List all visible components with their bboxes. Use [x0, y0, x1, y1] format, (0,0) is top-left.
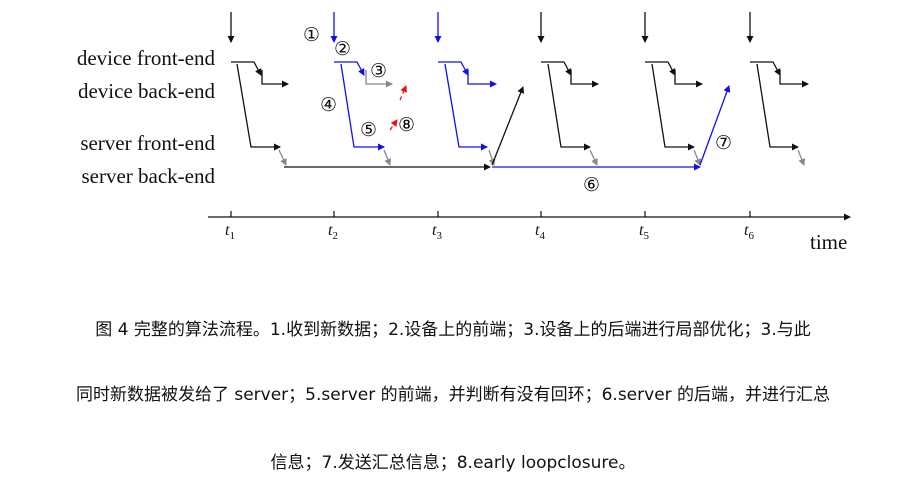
send-to-server-arrow	[444, 63, 488, 151]
server-front-end-arrow	[278, 149, 287, 166]
lane-label-device-front-end: device front-end	[76, 46, 215, 70]
axis-tick-label: t3	[432, 222, 442, 242]
axis-tick-label: t2	[328, 222, 338, 242]
lane-label-server-back-end: server back-end	[81, 164, 215, 188]
caption-line-1: 图 4 完整的算法流程。1.收到新数据；2.设备上的前端；3.设备上的后端进行局…	[95, 320, 811, 340]
caption-line-3: 信息；7.发送汇总信息；8.early loopclosure。	[270, 453, 636, 473]
axis-tick-label: t1	[225, 222, 235, 242]
device-back-end-arrow	[467, 70, 497, 88]
device-front-end-arrow	[231, 61, 262, 76]
device-front-end-arrow	[541, 61, 572, 76]
marker-2: ②	[334, 38, 351, 60]
axis-ticks: t1 t2 t3 t4 t5 t6	[225, 211, 754, 242]
device-back-end-arrow	[570, 70, 599, 88]
device-front-end-arrow	[645, 61, 676, 76]
device-front-end-arrow	[334, 61, 365, 76]
device-back-end-arrow	[779, 70, 809, 88]
lane-label-device-back-end: device back-end	[77, 79, 215, 103]
marker-4: ④	[320, 94, 337, 116]
marker-8: ⑧	[398, 114, 415, 136]
lane-label-server-front-end: server front-end	[80, 131, 215, 155]
device-back-end-arrow	[674, 70, 703, 88]
axis-tick-label: t6	[744, 222, 754, 242]
axis-label-time: time	[810, 230, 847, 254]
algorithm-timing-diagram: device front-end device back-end server …	[76, 12, 851, 254]
device-front-end-arrow	[750, 61, 781, 76]
timing-diagram-canvas: t1 t2 t3 t4 t5 t6 time ① ② ③ ④ ⑤ ⑥ ⑦ ⑧	[208, 12, 851, 254]
axis-tick-label: t4	[535, 222, 545, 242]
marker-3: ③	[370, 60, 387, 82]
send-to-server-arrow	[756, 63, 799, 151]
early-loop-closure-arrow	[399, 85, 407, 101]
server-front-end-arrow	[383, 149, 392, 166]
marker-6: ⑥	[583, 174, 600, 196]
device-back-end-arrow	[365, 70, 393, 88]
server-front-end-arrow	[589, 149, 598, 166]
send-summary-arrow	[699, 85, 731, 166]
send-to-server-arrow	[236, 63, 281, 151]
server-front-end-arrow	[693, 149, 702, 166]
flow-arrows	[227, 12, 809, 171]
marker-5: ⑤	[360, 119, 377, 141]
marker-7: ⑦	[715, 132, 732, 154]
send-to-server-arrow	[340, 63, 385, 151]
caption-line-2: 同时新数据被发给了 server；5.server 的前端，并判断有没有回环；6…	[75, 385, 831, 405]
device-front-end-arrow	[438, 61, 469, 76]
send-to-server-arrow	[651, 63, 695, 151]
device-back-end-arrow	[261, 70, 289, 88]
marker-1: ①	[303, 24, 320, 46]
send-to-server-arrow	[547, 63, 591, 151]
early-loop-closure-arrow	[389, 119, 398, 131]
server-front-end-arrow	[797, 149, 806, 166]
axis-tick-label: t5	[639, 222, 649, 242]
send-summary-arrow	[491, 86, 525, 166]
